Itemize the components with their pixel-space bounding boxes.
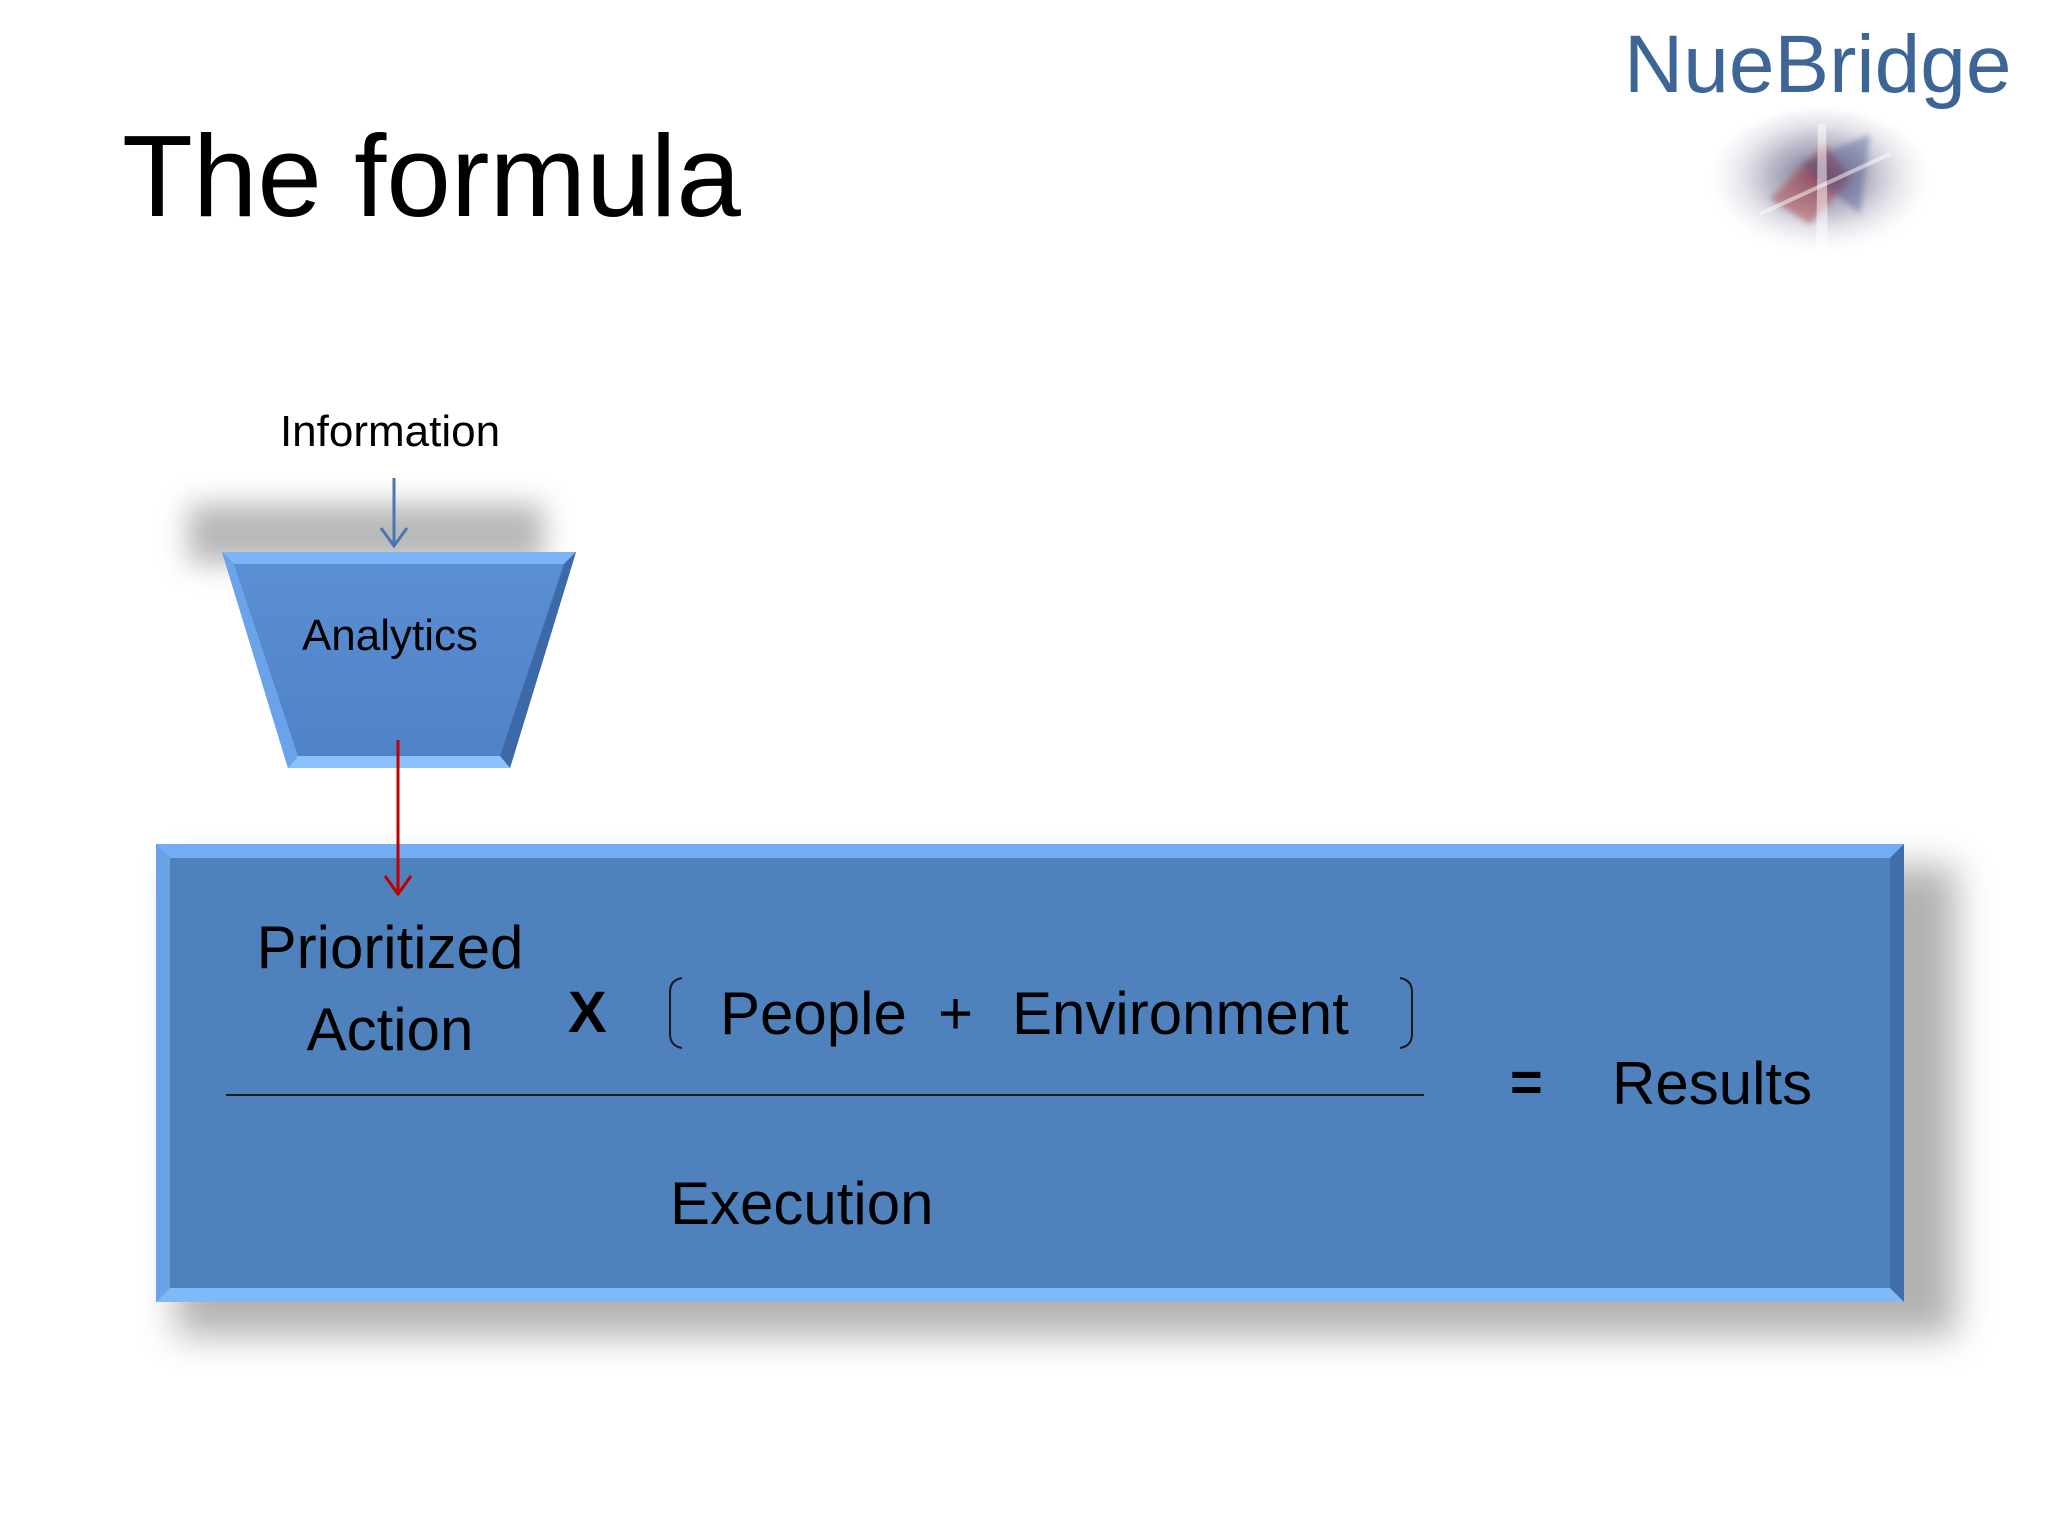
environment-text: Environment — [1012, 980, 1349, 1047]
equals-operator: = — [1510, 1050, 1543, 1113]
prioritized-text: Prioritized — [256, 914, 524, 981]
analytics-label: Analytics — [301, 611, 479, 660]
information-label: Information — [279, 407, 501, 456]
slide-title: The formula — [122, 111, 741, 241]
brand-logo-text: NueBridge — [1624, 19, 2012, 110]
results-text: Results — [1612, 1050, 1813, 1117]
analytics-funnel — [222, 552, 576, 768]
brand-logo-graphic-icon — [1710, 109, 1930, 259]
fraction-line — [226, 1094, 1424, 1096]
people-text: People — [720, 980, 907, 1047]
formula-box — [156, 844, 1904, 1302]
plus-operator: + — [938, 980, 974, 1047]
execution-text: Execution — [670, 1170, 934, 1237]
multiply-operator: X — [568, 980, 607, 1045]
action-text: Action — [306, 996, 474, 1063]
